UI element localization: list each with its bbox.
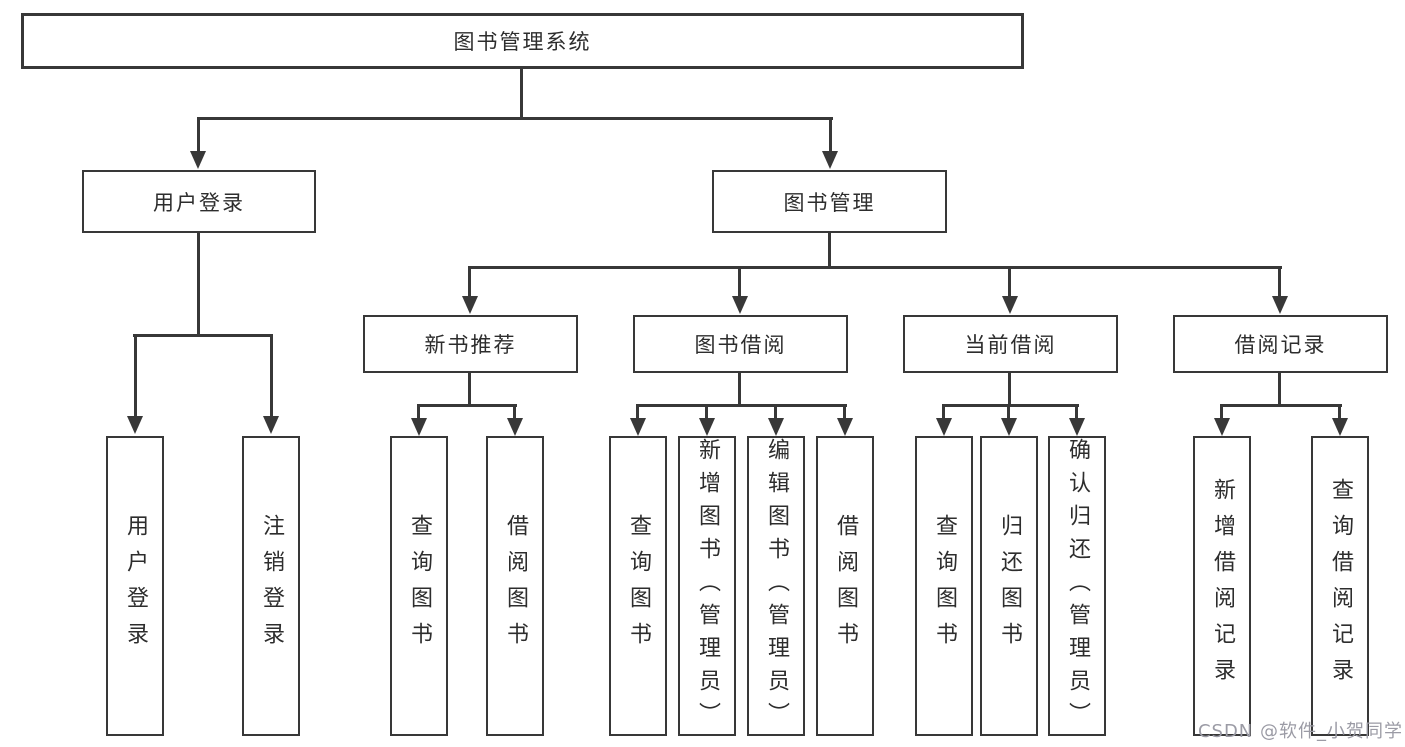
edge-root-branch [197, 117, 833, 120]
edge-bm-drop-3 [1008, 266, 1011, 298]
edge-nbr-drop-1 [417, 404, 420, 420]
edge-bb-branch [636, 404, 847, 407]
leaf-bb-edit-books-admin: 编辑图书（管理员） [747, 436, 805, 736]
leaf-user-login-label: 用户登录 [123, 514, 148, 658]
node-book-management: 图书管理 [712, 170, 947, 233]
leaf-cb-query-books: 查询图书 [915, 436, 973, 736]
node-library-system-label: 图书管理系统 [453, 30, 592, 54]
arrowhead-bb-borrow-books [837, 418, 853, 436]
arrowhead-leaf-user-login [127, 416, 143, 434]
node-current-borrow-label: 当前借阅 [964, 333, 1057, 357]
arrowhead-borrow-records [1272, 296, 1288, 314]
leaf-bb-query-books-label: 查询图书 [626, 514, 651, 658]
edge-cb-drop-2 [1007, 404, 1010, 420]
leaf-cb-confirm-return-admin-label: 确认归还（管理员） [1065, 437, 1090, 735]
edge-bm-drop-1 [468, 266, 471, 298]
leaf-nbr-query-books: 查询图书 [390, 436, 448, 736]
edge-root-drop-left [197, 117, 200, 153]
leaf-cb-query-books-label: 查询图书 [932, 514, 957, 658]
leaf-user-login: 用户登录 [106, 436, 164, 736]
leaf-logout-label: 注销登录 [259, 514, 284, 658]
node-new-book-recommend: 新书推荐 [363, 315, 578, 373]
arrowhead-book-management [822, 151, 838, 169]
leaf-bb-add-books-admin: 新增图书（管理员） [678, 436, 736, 736]
edge-bb-drop-2 [705, 404, 708, 420]
leaf-bb-borrow-books: 借阅图书 [816, 436, 874, 736]
node-book-management-label: 图书管理 [783, 190, 876, 215]
arrowhead-nbr-borrow-books [507, 418, 523, 436]
arrowhead-br-query-record [1332, 418, 1348, 436]
edge-user-login-stem [197, 233, 200, 337]
edge-br-drop-1 [1220, 404, 1223, 420]
arrowhead-new-book-recommend [462, 296, 478, 314]
arrowhead-cb-return-books [1001, 418, 1017, 436]
arrowhead-cb-confirm-return [1069, 418, 1085, 436]
arrowhead-bb-edit-books [768, 418, 784, 436]
leaf-bb-query-books: 查询图书 [609, 436, 667, 736]
leaf-br-query-record: 查询借阅记录 [1311, 436, 1369, 736]
edge-bb-stem [738, 373, 741, 407]
edge-br-branch [1220, 404, 1342, 407]
edge-nbr-stem [468, 373, 471, 407]
edge-bm-drop-4 [1278, 266, 1281, 298]
arrowhead-nbr-query-books [411, 418, 427, 436]
leaf-br-add-record: 新增借阅记录 [1193, 436, 1251, 736]
node-new-book-recommend-label: 新书推荐 [424, 333, 517, 357]
leaf-logout: 注销登录 [242, 436, 300, 736]
arrowhead-bb-query-books [630, 418, 646, 436]
edge-cb-branch [942, 404, 1079, 407]
node-current-borrow: 当前借阅 [903, 315, 1118, 373]
leaf-cb-confirm-return-admin: 确认归还（管理员） [1048, 436, 1106, 736]
arrowhead-cb-query-books [936, 418, 952, 436]
edge-nbr-branch [417, 404, 517, 407]
leaf-cb-return-books-label: 归还图书 [997, 514, 1022, 658]
node-user-login-label: 用户登录 [153, 190, 245, 215]
arrowhead-user-login [190, 151, 206, 169]
arrowhead-bb-add-books [699, 418, 715, 436]
edge-root-drop-right [829, 117, 832, 153]
edge-book-management-branch [468, 266, 1282, 269]
edge-user-login-drop-2 [270, 334, 273, 418]
leaf-bb-edit-books-admin-label: 编辑图书（管理员） [764, 437, 789, 735]
leaf-bb-borrow-books-label: 借阅图书 [833, 514, 858, 658]
edge-cb-drop-1 [942, 404, 945, 420]
leaf-nbr-borrow-books: 借阅图书 [486, 436, 544, 736]
edge-cb-stem [1008, 373, 1011, 407]
edge-nbr-drop-2 [513, 404, 516, 420]
edge-book-management-stem [828, 233, 831, 269]
arrowhead-book-borrow [732, 296, 748, 314]
edge-root-stem [520, 69, 523, 120]
node-borrow-records: 借阅记录 [1173, 315, 1388, 373]
leaf-bb-add-books-admin-label: 新增图书（管理员） [695, 437, 720, 735]
leaf-br-query-record-label: 查询借阅记录 [1328, 478, 1353, 694]
edge-user-login-drop-1 [134, 334, 137, 418]
leaf-cb-return-books: 归还图书 [980, 436, 1038, 736]
node-book-borrow-label: 图书借阅 [694, 333, 787, 357]
leaf-nbr-borrow-books-label: 借阅图书 [503, 514, 528, 658]
node-user-login: 用户登录 [82, 170, 316, 233]
node-borrow-records-label: 借阅记录 [1234, 333, 1327, 357]
watermark: CSDN @软件_小贺同学 [1197, 721, 1403, 742]
node-library-system: 图书管理系统 [21, 13, 1024, 69]
edge-cb-drop-3 [1075, 404, 1078, 420]
arrowhead-br-add-record [1214, 418, 1230, 436]
arrowhead-leaf-logout [263, 416, 279, 434]
edge-bb-drop-1 [636, 404, 639, 420]
leaf-br-add-record-label: 新增借阅记录 [1210, 478, 1235, 694]
edge-br-drop-2 [1338, 404, 1341, 420]
edge-user-login-branch [133, 334, 273, 337]
edge-bb-drop-4 [843, 404, 846, 420]
leaf-nbr-query-books-label: 查询图书 [407, 514, 432, 658]
arrowhead-current-borrow [1002, 296, 1018, 314]
edge-bm-drop-2 [738, 266, 741, 298]
edge-bb-drop-3 [774, 404, 777, 420]
edge-br-stem [1278, 373, 1281, 407]
node-book-borrow: 图书借阅 [633, 315, 848, 373]
